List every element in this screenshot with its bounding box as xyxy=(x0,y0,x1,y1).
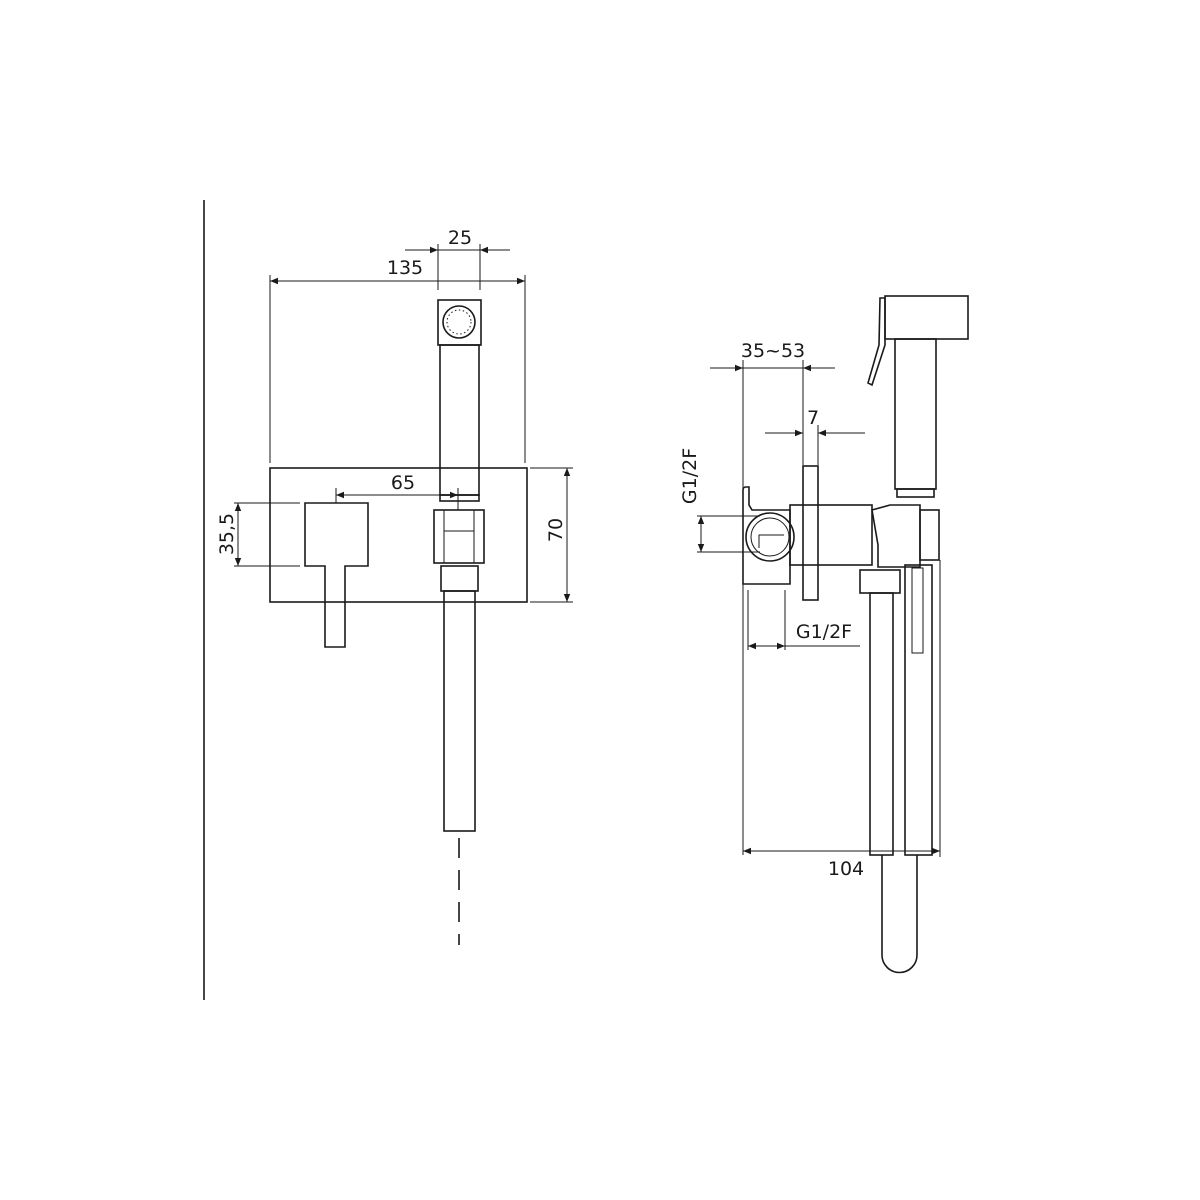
wall-plate xyxy=(269,467,528,603)
side-hose-upper xyxy=(904,564,933,856)
side-handset-head xyxy=(884,295,969,340)
handset-body xyxy=(439,344,480,496)
holder-bracket xyxy=(871,504,921,568)
svg-text:25: 25 xyxy=(448,227,472,249)
dimension-70: 70 xyxy=(530,467,573,603)
dimension-65: 65 xyxy=(335,472,459,510)
svg-text:35~53: 35~53 xyxy=(741,340,805,362)
side-handset-body xyxy=(894,338,937,490)
side-view: 35~53 7 G1/2F G1/2F 104 xyxy=(679,295,969,974)
dimension-35-5: 35,5 xyxy=(216,502,300,567)
handset-band xyxy=(439,494,480,502)
hose-connector xyxy=(433,509,485,592)
valve-cylinder xyxy=(789,504,873,566)
dimension-135: 135 xyxy=(269,257,526,463)
dimension-g12f-horizontal: G1/2F xyxy=(747,590,860,650)
dimension-35-53: 35~53 xyxy=(710,340,835,855)
mixer-handle xyxy=(304,502,369,648)
svg-text:70: 70 xyxy=(545,518,567,542)
side-handset-band xyxy=(896,488,935,498)
spray-nozzles xyxy=(446,309,472,335)
side-hose-connector xyxy=(859,569,901,594)
hose-slot xyxy=(911,567,924,654)
dimension-g12f-vertical: G1/2F xyxy=(679,448,760,553)
dimension-104: 104 xyxy=(743,560,941,880)
svg-text:G1/2F: G1/2F xyxy=(796,621,852,643)
dimension-7: 7 xyxy=(765,407,865,465)
trigger-lever xyxy=(867,297,886,387)
svg-text:G1/2F: G1/2F xyxy=(679,448,701,504)
spray-face xyxy=(442,305,476,339)
inlet-port xyxy=(758,534,784,548)
dimension-25: 25 xyxy=(405,227,510,290)
side-hose-lower xyxy=(869,592,894,856)
svg-text:65: 65 xyxy=(391,472,415,494)
hose xyxy=(443,590,476,832)
side-wall-plate xyxy=(802,465,819,601)
svg-text:35,5: 35,5 xyxy=(216,513,238,555)
inlet-ring-inner xyxy=(750,517,790,557)
inlet-ring-outer xyxy=(745,512,795,562)
svg-text:104: 104 xyxy=(828,858,864,880)
hose-loop xyxy=(881,855,918,974)
svg-text:7: 7 xyxy=(807,407,819,429)
holder-block xyxy=(919,509,940,561)
svg-text:135: 135 xyxy=(387,257,423,279)
front-view: 135 25 65 35,5 70 xyxy=(216,227,573,945)
